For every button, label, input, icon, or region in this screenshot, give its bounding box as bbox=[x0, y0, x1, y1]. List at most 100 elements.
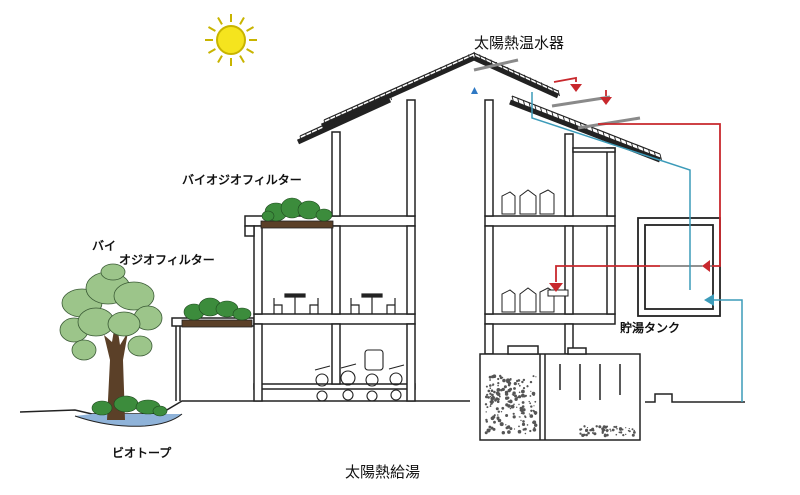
roof-hatch-mark bbox=[338, 117, 342, 124]
gravel-particle bbox=[513, 387, 516, 390]
right-roof bbox=[472, 51, 662, 163]
gravel-particle bbox=[507, 383, 511, 387]
gravel-particle bbox=[489, 400, 492, 403]
label-biogeo-filter-lower-line2: オジオフィルター bbox=[119, 253, 215, 267]
right-building bbox=[484, 99, 616, 355]
roof-hatch-mark bbox=[468, 54, 471, 61]
gravel-particle bbox=[521, 393, 525, 398]
gravel-particle bbox=[489, 384, 492, 387]
gravel-particle bbox=[625, 427, 627, 429]
gravel-particle bbox=[485, 411, 487, 413]
gravel-particle bbox=[501, 376, 504, 379]
roof-hatch-mark bbox=[529, 77, 532, 84]
gravel-particle bbox=[609, 428, 611, 431]
roof-hatch-mark bbox=[451, 61, 454, 69]
roof-hatch-mark bbox=[423, 74, 426, 81]
gravel-particle bbox=[514, 394, 517, 398]
gravel-particle bbox=[533, 405, 535, 407]
roof-hatch-mark bbox=[395, 87, 399, 94]
roof-hatch-mark bbox=[551, 111, 554, 118]
biotope-pond bbox=[74, 413, 183, 427]
roof-hatch-mark bbox=[390, 89, 393, 96]
roof-hatch-mark bbox=[445, 64, 449, 71]
gravel-particle bbox=[581, 433, 585, 437]
roof-hatch-mark bbox=[418, 77, 421, 84]
gravel-particle bbox=[516, 406, 518, 408]
gravel-particle bbox=[501, 431, 505, 435]
gravel-particle bbox=[579, 428, 582, 431]
roof-hatch-mark bbox=[625, 140, 628, 147]
roof-hatch-mark bbox=[540, 107, 543, 114]
dining-furniture bbox=[273, 293, 396, 314]
gravel-particle bbox=[532, 409, 535, 412]
roof-hatch-mark bbox=[568, 118, 571, 125]
roof-hatch-mark bbox=[350, 112, 353, 119]
roof-hatch-mark bbox=[545, 109, 549, 116]
gravel-particle bbox=[485, 395, 488, 399]
roof-hatch-mark bbox=[473, 51, 476, 59]
roof-hatch-mark bbox=[534, 104, 537, 112]
roof-hatch-mark bbox=[636, 144, 640, 152]
gravel-particle bbox=[611, 428, 615, 432]
gravel-particle bbox=[497, 418, 502, 423]
gravel-particle bbox=[491, 393, 494, 397]
cold-water-piping bbox=[531, 92, 743, 402]
roof-hatch-mark bbox=[367, 104, 370, 111]
gravel-particle bbox=[489, 392, 492, 395]
label-solar-water-heater: 太陽熱温水器 bbox=[474, 34, 565, 52]
gravel-particle bbox=[601, 429, 605, 433]
sun-ray bbox=[217, 16, 223, 25]
gravel-particle bbox=[531, 391, 536, 396]
gravel-particle bbox=[512, 394, 515, 397]
gravel-particle bbox=[598, 425, 602, 429]
gravel-particle bbox=[579, 432, 582, 435]
roof-hatch-mark bbox=[316, 128, 319, 135]
sun-ray bbox=[207, 48, 216, 54]
gravel-particle bbox=[519, 409, 521, 412]
gravel-particle bbox=[587, 431, 590, 435]
gravel-particle bbox=[603, 434, 607, 438]
roof-hatch-mark bbox=[344, 114, 347, 122]
gravel-particle bbox=[490, 389, 494, 393]
gravel-particle bbox=[583, 434, 586, 437]
gravel-particle bbox=[534, 423, 538, 427]
gravel-particle bbox=[529, 395, 532, 397]
gravel-particle bbox=[489, 405, 492, 407]
roof-hatch-mark bbox=[596, 129, 600, 136]
roof-hatch-mark bbox=[591, 127, 594, 134]
roof-hatch-mark bbox=[631, 142, 634, 149]
roof-hatch-mark bbox=[528, 102, 532, 109]
gravel-particle bbox=[592, 432, 594, 435]
gravel-particle bbox=[520, 419, 522, 422]
gravel-particle bbox=[522, 420, 525, 423]
gravel-particle bbox=[522, 378, 526, 382]
roof-hatch-mark bbox=[362, 102, 365, 109]
gravel-particle bbox=[529, 414, 534, 418]
roof-hatch-mark bbox=[562, 115, 566, 123]
roof-hatch-mark bbox=[511, 95, 514, 103]
sun-ray bbox=[246, 26, 255, 32]
gravel-particle bbox=[493, 414, 496, 417]
gravel-particle bbox=[489, 379, 491, 381]
gravel-particle bbox=[496, 398, 498, 400]
gravel-particle bbox=[485, 385, 488, 388]
roof-hatch-mark bbox=[648, 149, 651, 156]
gravel-particle bbox=[528, 413, 531, 415]
roof-hatch-mark bbox=[602, 131, 606, 138]
gravel-particle bbox=[585, 429, 587, 432]
gravel-particle bbox=[497, 384, 499, 387]
gravel-particle bbox=[504, 392, 509, 396]
gravel-particle bbox=[583, 425, 586, 428]
gravel-particle bbox=[633, 431, 636, 434]
roof-hatch-mark bbox=[653, 151, 657, 158]
gravel-particle bbox=[484, 403, 488, 406]
gravel-particle bbox=[521, 405, 525, 408]
tree-icon bbox=[59, 263, 168, 420]
roof-hatch-mark bbox=[484, 56, 488, 64]
gravel-particle bbox=[489, 428, 491, 431]
roof-hatch-mark bbox=[299, 135, 302, 143]
roof-hatch-mark bbox=[523, 74, 527, 81]
roof-hatch-mark bbox=[479, 54, 482, 61]
roof-hatch-mark bbox=[389, 93, 392, 101]
sun-ray bbox=[239, 55, 245, 64]
